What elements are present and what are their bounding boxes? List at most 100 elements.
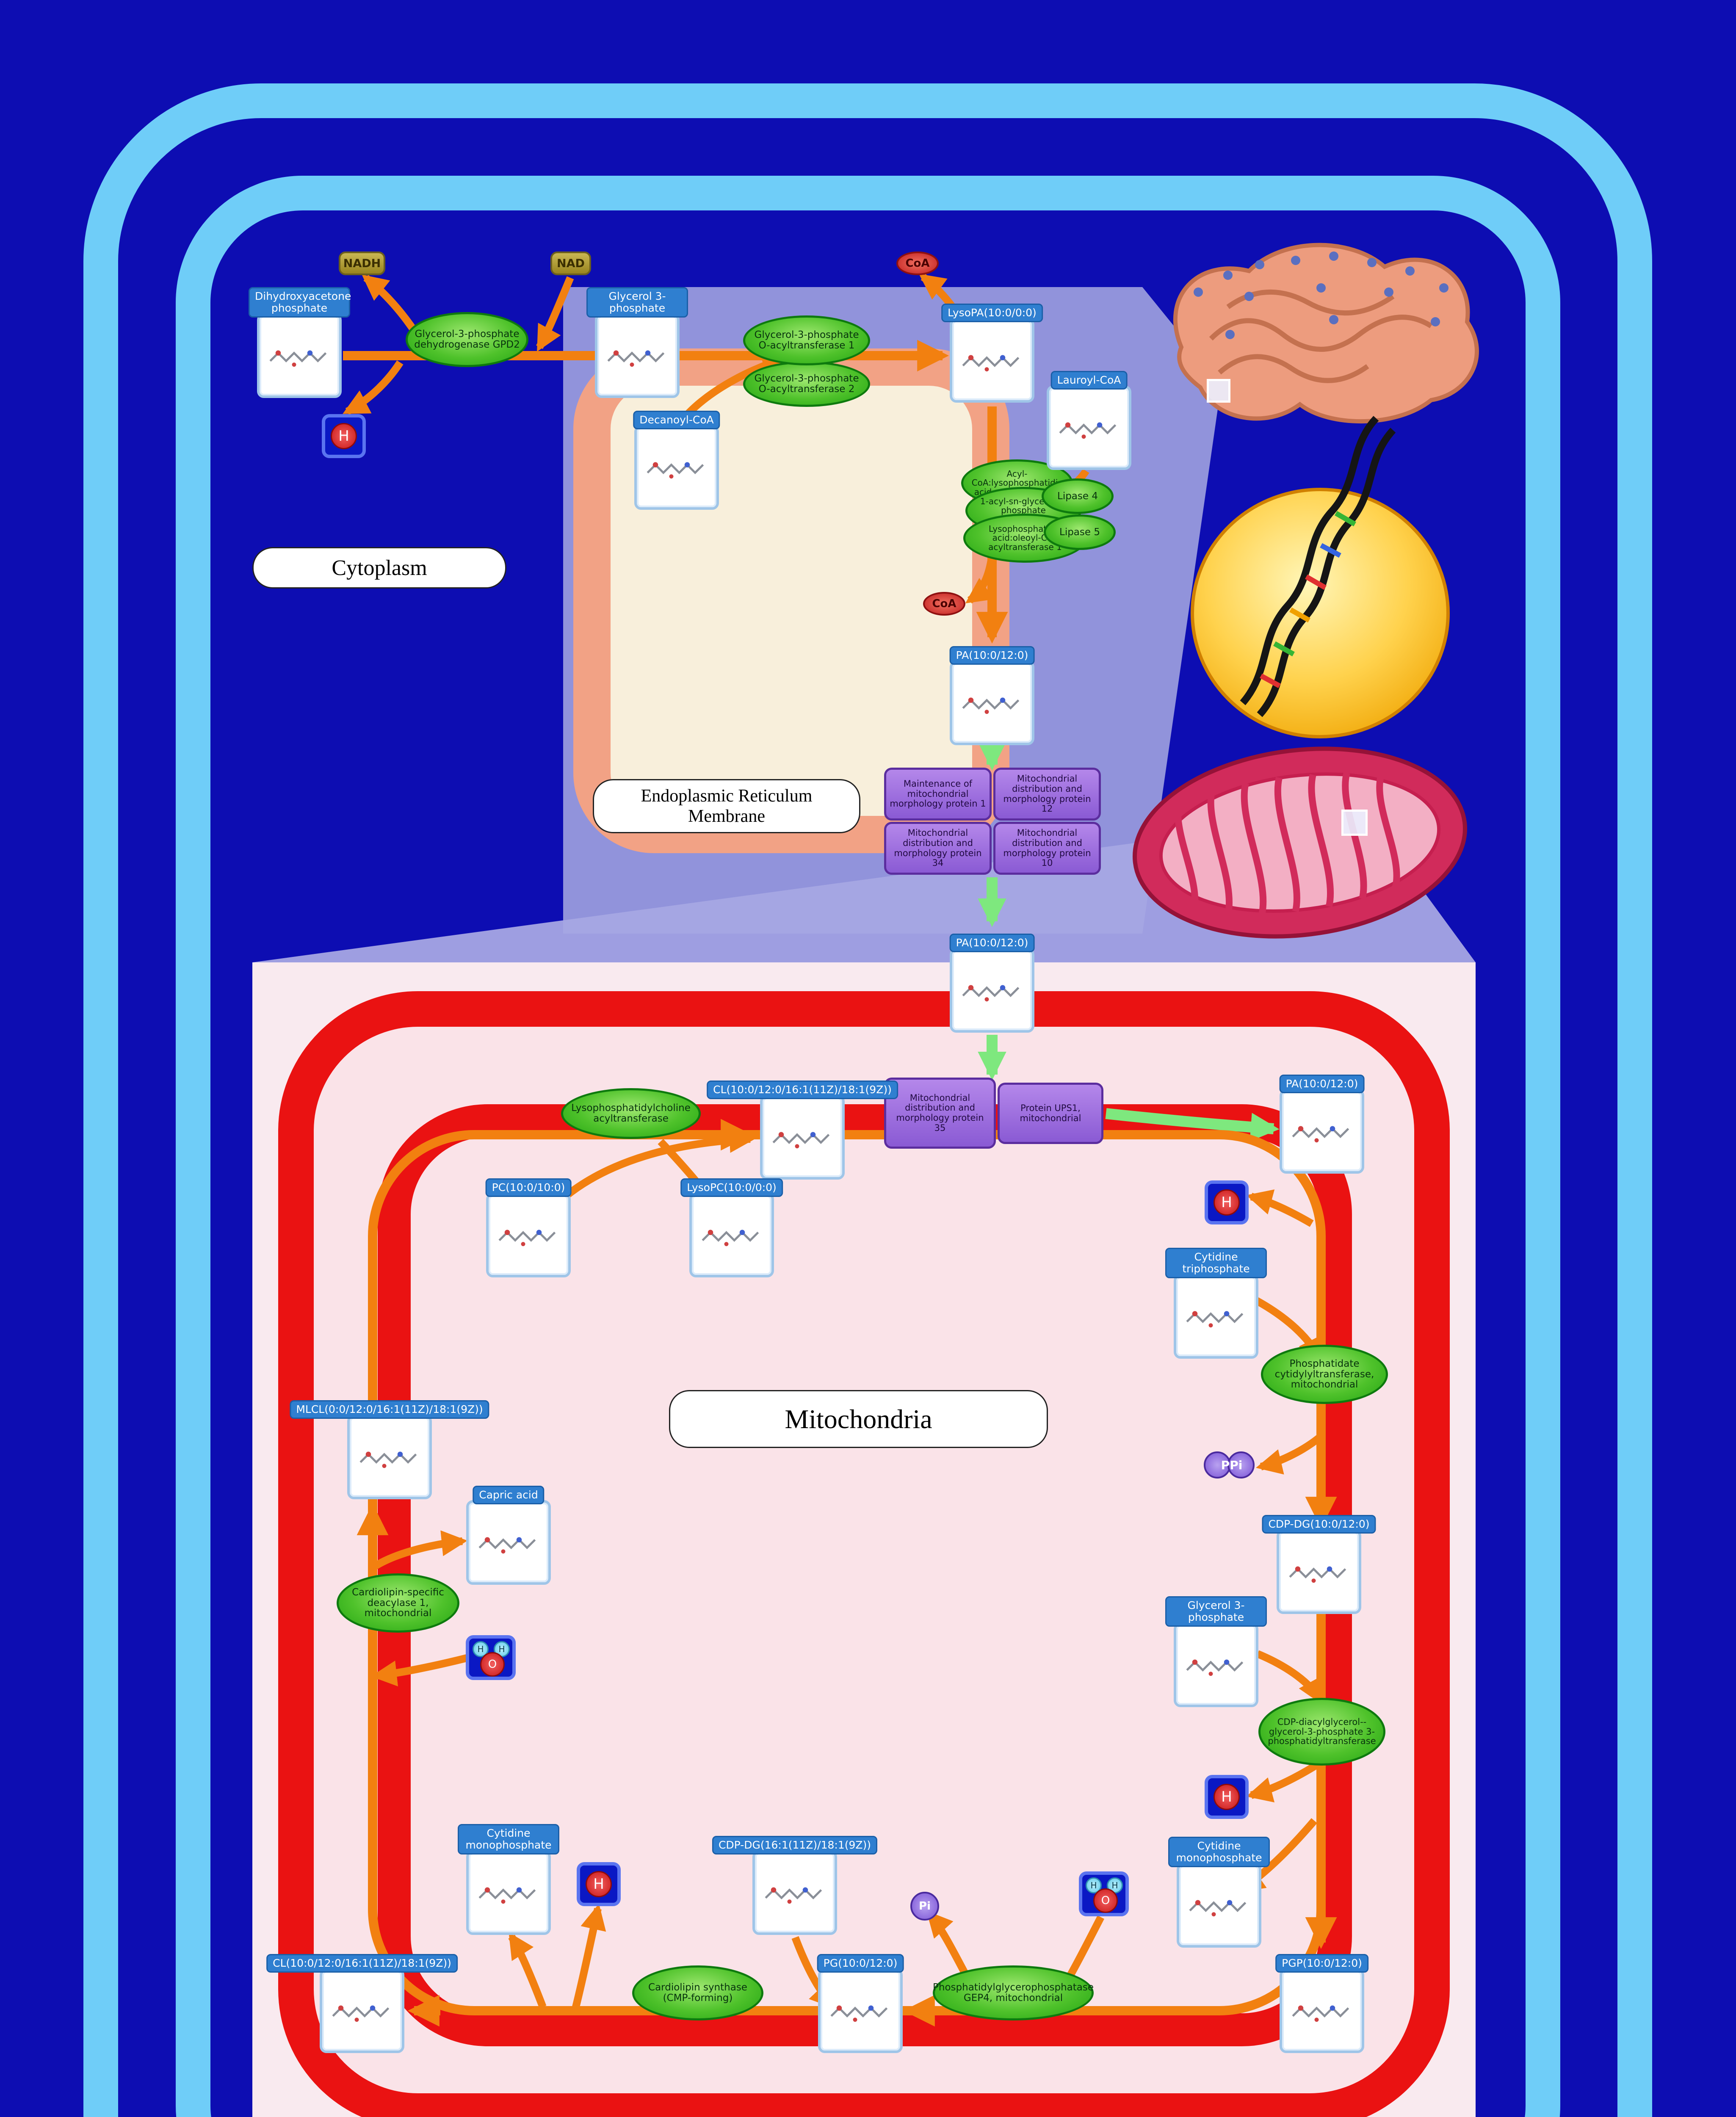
enzyme-gpat2[interactable]: Glycerol-3-phosphate O-acyltransferase 2 <box>743 361 870 407</box>
h-label: H <box>338 428 349 445</box>
metabolite-label: CDP-DG(10:0/12:0) <box>1262 1515 1376 1534</box>
metabolite-label: CDP-DG(16:1(11Z)/18:1(9Z)) <box>712 1836 878 1854</box>
metabolite-dhap[interactable]: Dihydroxyacetone phosphate <box>249 287 351 398</box>
metabolite-pa-intermembrane[interactable]: PA(10:0/12:0) <box>949 934 1035 1033</box>
metabolite-pgp[interactable]: PGP(10:0/12:0) <box>1275 1954 1368 2053</box>
o-label: O <box>1101 1894 1110 1907</box>
metabolite-lysopa[interactable]: LysoPA(10:0/0:0) <box>941 304 1043 403</box>
metabolite-cdpdg-bottom[interactable]: CDP-DG(16:1(11Z)/18:1(9Z)) <box>712 1836 878 1935</box>
metabolite-label: PC(10:0/10:0) <box>485 1178 572 1197</box>
metabolite-pa-mitochondria[interactable]: PA(10:0/12:0) <box>1279 1075 1365 1174</box>
structure-box <box>257 313 342 398</box>
structure-box <box>486 1193 571 1277</box>
cell-membrane-inner <box>176 176 1560 2117</box>
enzyme-label: Lipase 5 <box>1059 526 1100 538</box>
enzyme-gep4[interactable]: Phosphatidylglycerophosphatase GEP4, mit… <box>933 1965 1094 2020</box>
metabolite-pc[interactable]: PC(10:0/10:0) <box>485 1178 572 1277</box>
chemical-structure-thumbnail <box>1184 1297 1248 1335</box>
metabolite-decanoyl-coa[interactable]: Decanoyl-CoA <box>633 411 720 510</box>
metabolite-label: Lauroyl-CoA <box>1050 371 1128 390</box>
enzyme-lipase-5[interactable]: Lipase 5 <box>1044 514 1116 550</box>
cofactor-coa-top[interactable]: CoA <box>896 251 939 275</box>
chemical-structure-thumbnail <box>268 337 331 375</box>
metabolite-g3p-mitochondria[interactable]: Glycerol 3-phosphate <box>1165 1596 1267 1707</box>
complex-mmm1[interactable]: Maintenance of mitochondrial morphology … <box>884 768 992 821</box>
cofactor-hplus-right-2[interactable]: H <box>1205 1775 1249 1819</box>
enzyme-phosphatidate-cytidylyltransferase[interactable]: Phosphatidate cytidylyltransferase, mito… <box>1261 1345 1388 1404</box>
enzyme-label: Phosphatidate cytidylyltransferase, mito… <box>1274 1358 1374 1390</box>
o-atom-icon: O <box>1093 1888 1118 1913</box>
structure-box <box>1277 1529 1361 1614</box>
enzyme-lpcat[interactable]: Lysophosphatidylcholine acyltransferase <box>561 1088 701 1139</box>
cytoplasm-label: Cytoplasm <box>252 547 506 589</box>
enzyme-label: Glycerol-3-phosphate dehydrogenase GPD2 <box>414 329 520 350</box>
coa-label: CoA <box>932 597 956 610</box>
metabolite-lauroyl-coa[interactable]: Lauroyl-CoA <box>1047 371 1131 470</box>
enzyme-gpd2[interactable]: Glycerol-3-phosphate dehydrogenase GPD2 <box>406 312 528 367</box>
enzyme-label: CDP-diacylglycerol--glycerol-3-phosphate… <box>1268 1716 1376 1747</box>
enzyme-cardiolipin-synthase[interactable]: Cardiolipin synthase (CMP-forming) <box>632 1965 763 2020</box>
cofactor-nad[interactable]: NAD <box>550 251 591 275</box>
enzyme-lipase-4[interactable]: Lipase 4 <box>1042 478 1114 514</box>
metabolite-label: LysoPC(10:0/0:0) <box>680 1178 783 1197</box>
metabolite-lysopc[interactable]: LysoPC(10:0/0:0) <box>680 1178 783 1277</box>
h-atom-icon: H <box>1214 1189 1240 1216</box>
metabolite-pg[interactable]: PG(10:0/12:0) <box>817 1954 904 2053</box>
chemical-structure-thumbnail <box>771 1118 834 1156</box>
h-atom-icon: H <box>331 423 357 449</box>
h-label: H <box>498 1644 505 1654</box>
chemical-structure-thumbnail <box>645 448 708 486</box>
complex-mdm35[interactable]: Mitochondrial distribution and morpholog… <box>884 1078 996 1149</box>
metabolite-label: PGP(10:0/12:0) <box>1275 1954 1368 1973</box>
metabolite-cmp-right[interactable]: Cytidine monophosphate <box>1168 1837 1270 1948</box>
cofactor-water-left[interactable]: H H O <box>466 1635 516 1680</box>
enzyme-label: Cardiolipin-specific deacylase 1, mitoch… <box>352 1586 444 1619</box>
enzyme-label: Glycerol-3-phosphate O-acyltransferase 2 <box>754 373 859 395</box>
complex-ups1[interactable]: Protein UPS1, mitochondrial <box>998 1083 1103 1144</box>
cofactor-water-right[interactable]: H H O <box>1079 1871 1129 1916</box>
er-zoom-source-box <box>1207 379 1230 403</box>
chemical-structure-thumbnail <box>829 1992 892 2030</box>
complex-mdm10[interactable]: Mitochondrial distribution and morpholog… <box>993 822 1101 875</box>
complex-label: Mitochondrial distribution and morpholog… <box>1003 774 1091 814</box>
metabolite-label: CL(10:0/12:0/16:1(11Z)/18:1(9Z)) <box>707 1081 898 1099</box>
structure-box <box>1280 1089 1364 1174</box>
h-atom-icon: H <box>586 1871 612 1897</box>
metabolite-label: CL(10:0/12:0/16:1(11Z)/18:1(9Z)) <box>266 1954 458 1973</box>
metabolite-label: Cytidine monophosphate <box>1168 1837 1270 1867</box>
cofactor-hplus-bottom[interactable]: H <box>577 1862 621 1906</box>
structure-box <box>818 1968 903 2053</box>
metabolite-cmp-left[interactable]: Cytidine monophosphate <box>458 1824 559 1935</box>
enzyme-cardiolipin-deacylase[interactable]: Cardiolipin-specific deacylase 1, mitoch… <box>337 1573 459 1633</box>
metabolite-cl-bottom[interactable]: CL(10:0/12:0/16:1(11Z)/18:1(9Z)) <box>266 1954 458 2053</box>
enzyme-pgp-synthase[interactable]: CDP-diacylglycerol--glycerol-3-phosphate… <box>1258 1698 1385 1766</box>
enzyme-gpat1[interactable]: Glycerol-3-phosphate O-acyltransferase 1 <box>743 315 870 365</box>
metabolite-mlcl[interactable]: MLCL(0:0/12:0/16:1(11Z)/18:1(9Z)) <box>290 1400 489 1499</box>
chemical-structure-thumbnail <box>960 341 1024 379</box>
cofactor-ppi[interactable]: PPi <box>1204 1450 1260 1480</box>
metabolite-cl-top[interactable]: CL(10:0/12:0/16:1(11Z)/18:1(9Z)) <box>707 1081 898 1180</box>
structure-box <box>634 425 719 510</box>
metabolite-capric-acid[interactable]: Capric acid <box>466 1486 551 1585</box>
structure-box <box>320 1968 404 2053</box>
metabolite-cdpdg-right[interactable]: CDP-DG(10:0/12:0) <box>1262 1515 1376 1614</box>
metabolite-g3p-cytoplasm[interactable]: Glycerol 3-phosphate <box>586 287 688 398</box>
coa-label: CoA <box>905 257 930 270</box>
chemical-structure-thumbnail <box>1290 1112 1354 1150</box>
metabolite-pa-er[interactable]: PA(10:0/12:0) <box>949 646 1035 745</box>
complex-label: Maintenance of mitochondrial morphology … <box>890 779 986 809</box>
cofactor-coa-mid[interactable]: CoA <box>923 592 965 616</box>
metabolite-label: Cytidine triphosphate <box>1165 1248 1267 1278</box>
cofactor-nadh[interactable]: NADH <box>339 251 385 275</box>
cofactor-hplus-cytoplasm[interactable]: H <box>322 414 366 458</box>
metabolite-label: Glycerol 3-phosphate <box>1165 1596 1267 1627</box>
er-label-text: Endoplasmic Reticulum Membrane <box>641 786 813 826</box>
chemical-structure-thumbnail <box>1290 1992 1354 2030</box>
cofactor-pi[interactable]: Pi <box>910 1892 939 1921</box>
complex-mdm12[interactable]: Mitochondrial distribution and morpholog… <box>993 768 1101 821</box>
metabolite-ctp[interactable]: Cytidine triphosphate <box>1165 1248 1267 1359</box>
cofactor-hplus-right-1[interactable]: H <box>1205 1180 1249 1224</box>
metabolite-label: Capric acid <box>473 1486 545 1504</box>
h-label: H <box>1221 1788 1232 1805</box>
complex-mdm34[interactable]: Mitochondrial distribution and morpholog… <box>884 822 992 875</box>
